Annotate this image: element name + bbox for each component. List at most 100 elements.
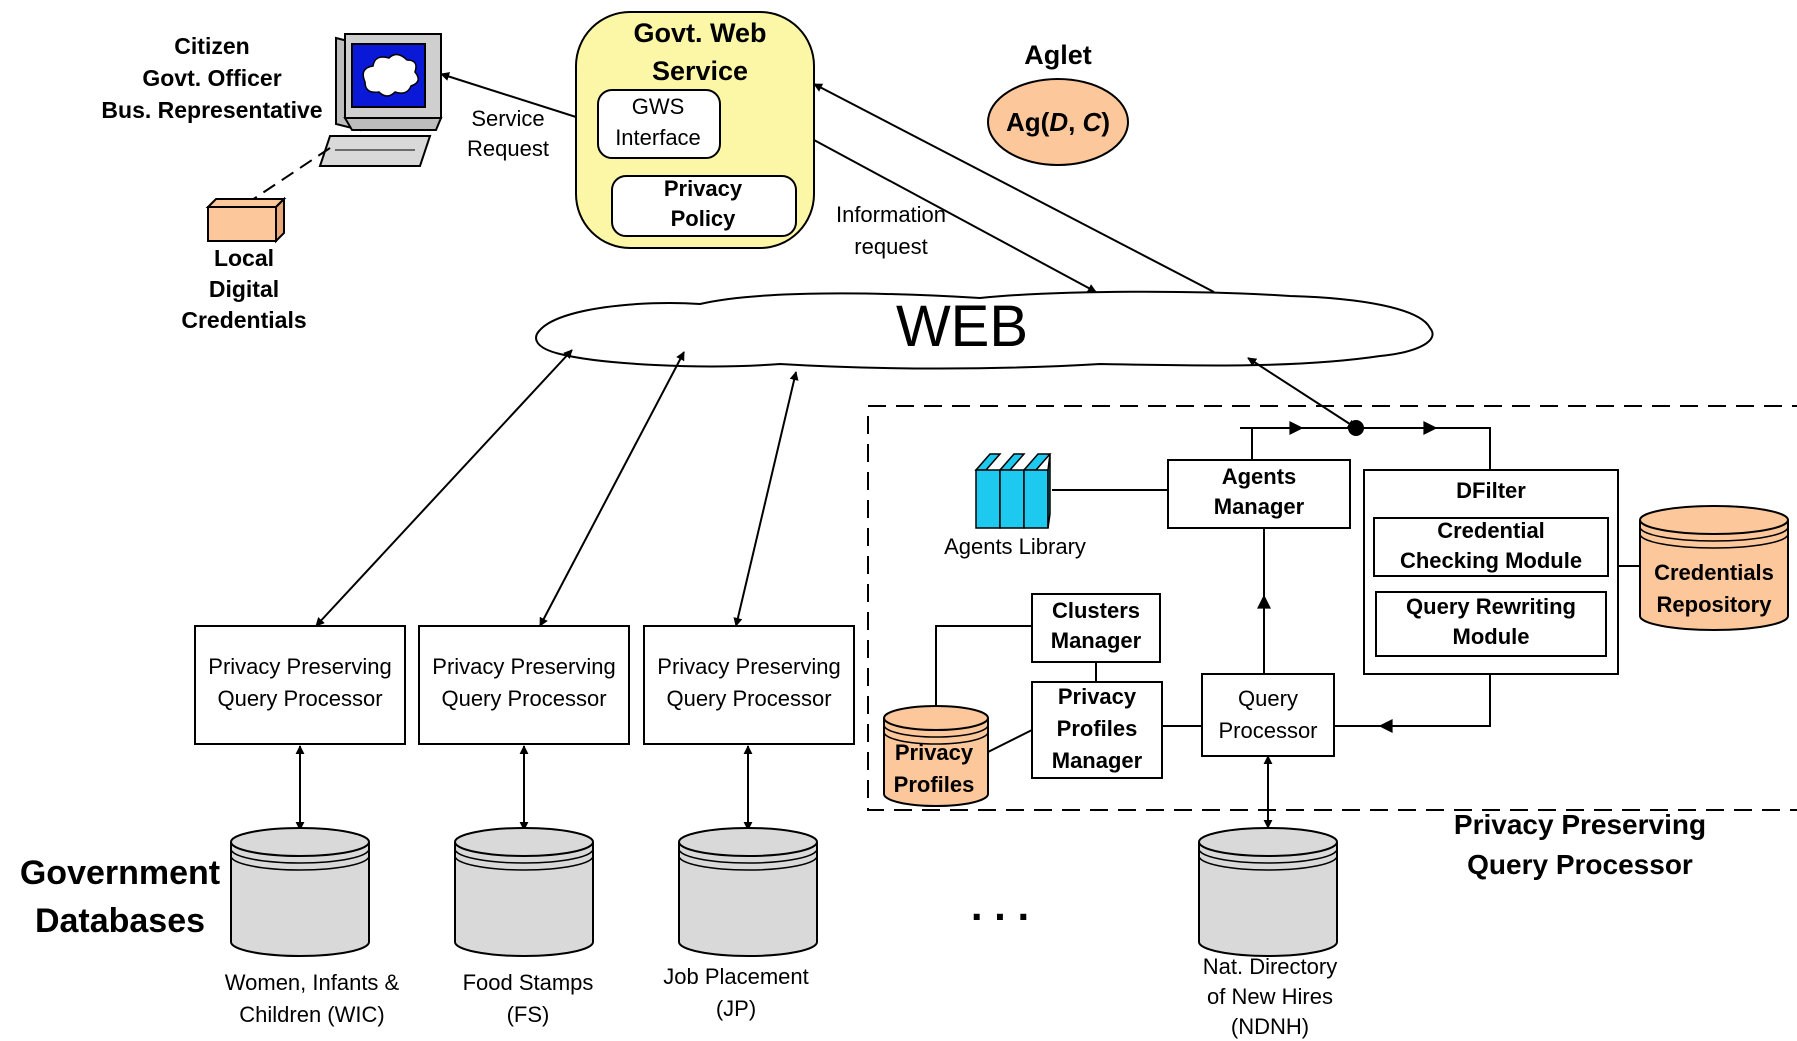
svg-text:Databases: Databases [35,902,205,940]
clusters-manager-line2: Manager [1051,628,1142,653]
agents-manager-out-line [1251,427,1300,464]
ppm-line1: Privacy [1058,684,1137,709]
db-cylinder-fs [454,827,594,957]
service-request-arrow [440,72,599,126]
svg-text:Query Processor: Query Processor [441,686,606,711]
gws-interface-line1: GWS [632,94,685,119]
svg-text:request: request [854,234,927,259]
ellipsis: . . . [971,882,1029,929]
svg-text:Credentials: Credentials [1654,560,1774,585]
svg-text:Privacy Preserving: Privacy Preserving [1454,809,1706,840]
svg-text:(JP): (JP) [716,996,756,1021]
db-cylinder-jp [678,827,818,957]
svg-text:Repository: Repository [1657,592,1773,617]
dfilter-title: DFilter [1456,478,1526,503]
svg-text:Information: Information [836,202,946,227]
query-processor-line1: Query [1238,686,1298,711]
gws-title-line2: Service [652,56,748,86]
svg-text:Query Processor: Query Processor [666,686,831,711]
query-rewriting-line2: Module [1453,624,1530,649]
svg-text:Query Processor: Query Processor [217,686,382,711]
svg-text:Privacy: Privacy [895,740,974,765]
svg-text:Govt. Officer: Govt. Officer [142,65,281,91]
privacy-profiles-label: Privacy Profiles [894,740,975,797]
query-rewriting-box [1375,591,1607,657]
web-cloud [535,290,1434,370]
gws-interface-box [597,89,721,159]
query-rewriting-line1: Query Rewriting [1406,594,1576,619]
db-cylinder-ndnh [1198,827,1338,957]
web-ppqp3-arrow [733,371,799,627]
information-request-arrow [813,139,1097,293]
agents-manager-box [1167,459,1351,529]
query-processor-box [1201,673,1335,757]
credentials-repository-cylinder [1639,505,1789,631]
profiles-ppm-line [987,729,1033,753]
svg-text:Digital: Digital [209,276,279,302]
svg-text:Request: Request [467,136,549,161]
ppm-line2: Profiles [1057,716,1138,741]
svg-text:Privacy Preserving: Privacy Preserving [432,654,615,679]
svg-text:(NDNH): (NDNH) [1231,1014,1309,1039]
svg-text:Nat. Directory: Nat. Directory [1203,954,1337,979]
svg-text:Food Stamps: Food Stamps [463,970,594,995]
svg-text:Credentials: Credentials [181,307,306,333]
service-request-label: Service Request [467,106,549,161]
credential-checking-line2: Checking Module [1400,548,1582,573]
db-cylinder-wic [230,827,370,957]
aglet-title: Aglet [1024,40,1092,70]
agents-library-label: Agents Library [944,534,1086,559]
junction-dot [1348,420,1364,436]
privacy-profiles-cylinder [883,705,989,807]
agents-manager-line1: Agents [1222,464,1297,489]
db-label-fs: Food Stamps (FS) [463,970,594,1027]
privacy-policy-box [611,175,797,237]
aglet-oval [987,78,1129,166]
credentials-repository-label: Credentials Repository [1654,560,1774,617]
db-label-jp: Job Placement (JP) [663,964,809,1021]
svg-text:Query Processor: Query Processor [1467,849,1693,880]
local-credentials-icon [205,196,287,244]
dfilter-qp-line [1384,674,1491,727]
svg-text:Local: Local [214,245,274,271]
svg-text:Job Placement: Job Placement [663,964,809,989]
svg-text:Women, Infants &: Women, Infants & [225,970,400,995]
query-processor-line2: Processor [1218,718,1317,743]
privacy-profiles-manager-box [1031,681,1163,779]
agents-manager-line2: Manager [1214,494,1305,519]
credential-checking-line1: Credential [1437,518,1545,543]
svg-text:Service: Service [471,106,544,131]
clusters-manager-box [1031,593,1161,663]
svg-text:Government: Government [20,854,220,892]
credential-checking-box [1373,517,1609,577]
svg-text:Profiles: Profiles [894,772,975,797]
web-ppqp2-arrow [539,351,685,627]
users-label: Citizen Govt. Officer Bus. Representativ… [101,33,322,123]
government-databases-label: Government Databases [20,854,220,940]
privacy-policy-line1: Privacy [664,176,743,201]
local-credentials-label: Local Digital Credentials [181,245,306,333]
svg-text:Privacy Preserving: Privacy Preserving [208,654,391,679]
agents-library-icon [974,453,1052,529]
web-ppqp1-arrow [315,349,573,627]
web-junction-arrow [1247,357,1357,429]
svg-text:Citizen: Citizen [174,33,249,59]
aglet-formula: Ag(D, C) [1006,107,1110,137]
clusters-manager-line1: Clusters [1052,598,1140,623]
ppm-line3: Manager [1052,748,1143,773]
svg-text:Children (WIC): Children (WIC) [239,1002,384,1027]
clusters-profiles-line [935,625,1032,706]
gws-title-line1: Govt. Web [633,18,766,48]
svg-text:Bus. Representative: Bus. Representative [101,97,322,123]
ppqp-caption: Privacy Preserving Query Processor [1454,809,1706,880]
gws-interface-line2: Interface [615,125,701,150]
computer-icon [318,33,443,167]
web-label: WEB [896,294,1028,359]
db-label-ndnh: Nat. Directory of New Hires (NDNH) [1203,954,1337,1039]
svg-text:of New Hires: of New Hires [1207,984,1333,1009]
privacy-policy-line2: Policy [671,206,737,231]
